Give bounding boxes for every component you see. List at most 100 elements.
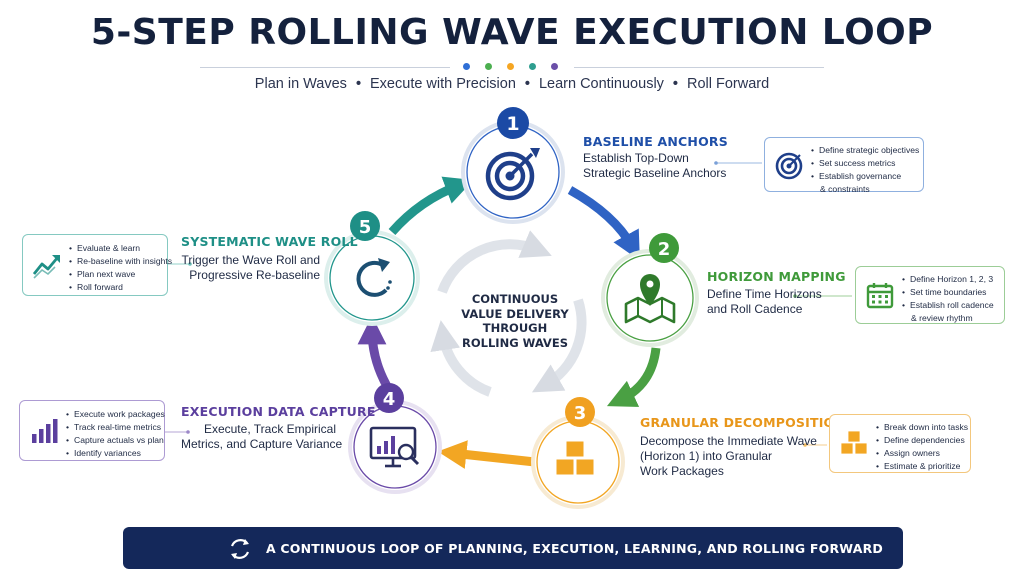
list-item: Define dependencies	[876, 434, 968, 447]
color-dots	[463, 63, 561, 71]
cycle-icon	[230, 539, 250, 559]
step-5-desc: Trigger the Wave Roll and Progressive Re…	[181, 253, 320, 283]
list-item: Break down into tasks	[876, 421, 968, 434]
monitor-analytics-icon	[369, 426, 420, 468]
list-item: Estimate & prioritize	[876, 460, 968, 473]
step-5-desc-line: Trigger the Wave Roll and	[181, 253, 320, 267]
step-2-node	[601, 233, 699, 347]
subtitle-separator: •	[355, 76, 362, 92]
cubes-icon	[555, 440, 595, 476]
center-cycle-arrows	[430, 230, 587, 397]
step-5-node	[324, 211, 420, 326]
center-label-line: VALUE DELIVERY	[461, 306, 569, 321]
step-2-desc: Define Time Horizons and Roll Cadence	[707, 287, 822, 317]
subtitle-separator: •	[672, 76, 678, 92]
step-2-desc-line: and Roll Cadence	[707, 302, 803, 316]
center-arrow	[531, 298, 587, 393]
step-4-desc-line: Execute, Track Empirical	[203, 422, 336, 436]
arrow-step4-to-step5	[357, 315, 392, 391]
refresh-icon	[356, 258, 392, 297]
step-2-badge-number: 2	[658, 239, 671, 260]
step-2-card-list: Define Horizon 1, 2, 3 Set time boundari…	[902, 273, 994, 325]
footer-banner-text: A CONTINUOUS LOOP OF PLANNING, EXECUTION…	[266, 541, 884, 556]
calendar-icon	[866, 283, 894, 309]
step-1-node	[461, 107, 565, 224]
list-item: & constraints	[820, 184, 870, 194]
step-4-card-list: Execute work packages Track real-time me…	[66, 408, 165, 460]
footer-banner: A CONTINUOUS LOOP OF PLANNING, EXECUTION…	[123, 527, 903, 569]
step-3-card: Break down into tasks Define dependencie…	[829, 414, 971, 473]
list-item: Identify variances	[66, 447, 165, 460]
bar-chart-icon	[32, 418, 58, 443]
center-label: CONTINUOUS VALUE DELIVERY THROUGH ROLLIN…	[440, 292, 590, 350]
list-item: Define strategic objectives	[811, 144, 919, 157]
arrow-step1-to-step2	[567, 186, 640, 261]
step-5-card-list: Evaluate & learn Re-baseline with insigh…	[69, 242, 172, 294]
cubes-icon	[840, 430, 868, 454]
card-connectors	[165, 161, 852, 447]
center-label-line: THROUGH	[482, 321, 548, 335]
step-5-desc-line: Progressive Re-baseline	[189, 268, 320, 282]
step-3-card-list: Break down into tasks Define dependencie…	[876, 421, 968, 473]
center-arrow	[430, 320, 492, 397]
step-5-title: SYSTEMATIC WAVE ROLL	[181, 234, 358, 249]
subtitle-item: Plan in Waves	[254, 76, 347, 92]
subtitle-item: Execute with Precision	[370, 76, 516, 92]
dot	[507, 63, 514, 70]
step-1-card: Define strategic objectives Set success …	[764, 137, 924, 194]
subtitle-item: Learn Continuously	[538, 76, 664, 92]
center-label-line: CONTINUOUS	[471, 292, 559, 306]
step-3-desc: Decompose the Immediate Wave (Horizon 1)…	[640, 434, 817, 479]
list-item: Execute work packages	[66, 408, 165, 421]
list-item: Establish governance	[811, 170, 919, 183]
dot	[463, 63, 470, 70]
step-3-title: GRANULAR DECOMPOSITION	[640, 415, 846, 430]
target-icon	[775, 152, 803, 179]
dot	[551, 63, 558, 70]
list-item: Roll forward	[69, 281, 172, 294]
page-title: 5-STEP ROLLING WAVE EXECUTION LOOP	[90, 12, 934, 53]
step-4-badge-number: 4	[383, 389, 396, 410]
step-5-card: Evaluate & learn Re-baseline with insigh…	[22, 234, 172, 296]
dot	[529, 63, 536, 70]
center-arrow	[437, 230, 552, 294]
step-1-badge-number: 1	[506, 113, 519, 135]
step-3-desc-line: Work Packages	[640, 464, 724, 478]
arrow-step3-to-step4	[437, 440, 536, 469]
list-item: Define Horizon 1, 2, 3	[902, 273, 994, 286]
step-3-desc-line: Decompose the Immediate Wave	[640, 434, 817, 448]
step-3-desc-line: (Horizon 1) into Granular	[640, 449, 773, 463]
list-item: Establish roll cadence	[902, 299, 994, 312]
step-4-title: EXECUTION DATA CAPTURE	[181, 404, 376, 419]
list-item: & review rhythm	[911, 313, 973, 323]
step-1-title: BASELINE ANCHORS	[583, 134, 728, 149]
step-4-node	[348, 383, 442, 494]
arrow-step2-to-step3	[606, 347, 661, 407]
step-4-desc: Execute, Track Empirical Metrics, and Ca…	[181, 422, 343, 452]
step-1-desc-line: Strategic Baseline Anchors	[583, 166, 727, 180]
center-label-line: ROLLING WAVES	[462, 335, 568, 350]
step-1-desc-line: Establish Top-Down	[583, 151, 689, 165]
subtitle-item: Roll Forward	[687, 76, 770, 92]
step-1-card-list: Define strategic objectives Set success …	[811, 144, 919, 196]
subtitle-separator: •	[524, 76, 530, 92]
list-item: Plan next wave	[69, 268, 172, 281]
step-2-desc-line: Define Time Horizons	[707, 287, 822, 301]
subtitle: Plan in Waves • Execute with Precision • Lea…	[0, 76, 1024, 92]
list-item: Re-baseline with insights	[69, 255, 172, 268]
title-rule-left	[200, 67, 450, 68]
step-3-node	[531, 397, 625, 509]
step-5-badge-number: 5	[359, 217, 372, 238]
trend-up-icon	[32, 255, 60, 279]
list-item: Evaluate & learn	[69, 242, 172, 255]
list-item: Track real-time metrics	[66, 421, 165, 434]
list-item: Set time boundaries	[902, 286, 994, 299]
step-2-card: Define Horizon 1, 2, 3 Set time boundari…	[855, 266, 1005, 324]
step-1-desc: Establish Top-Down Strategic Baseline An…	[583, 151, 726, 181]
step-4-desc-line: Metrics, and Capture Variance	[181, 437, 343, 451]
step-3-badge-number: 3	[574, 403, 587, 424]
map-pin-icon	[624, 274, 676, 324]
title-rule-right	[574, 67, 824, 68]
step-2-title: HORIZON MAPPING	[707, 269, 846, 284]
